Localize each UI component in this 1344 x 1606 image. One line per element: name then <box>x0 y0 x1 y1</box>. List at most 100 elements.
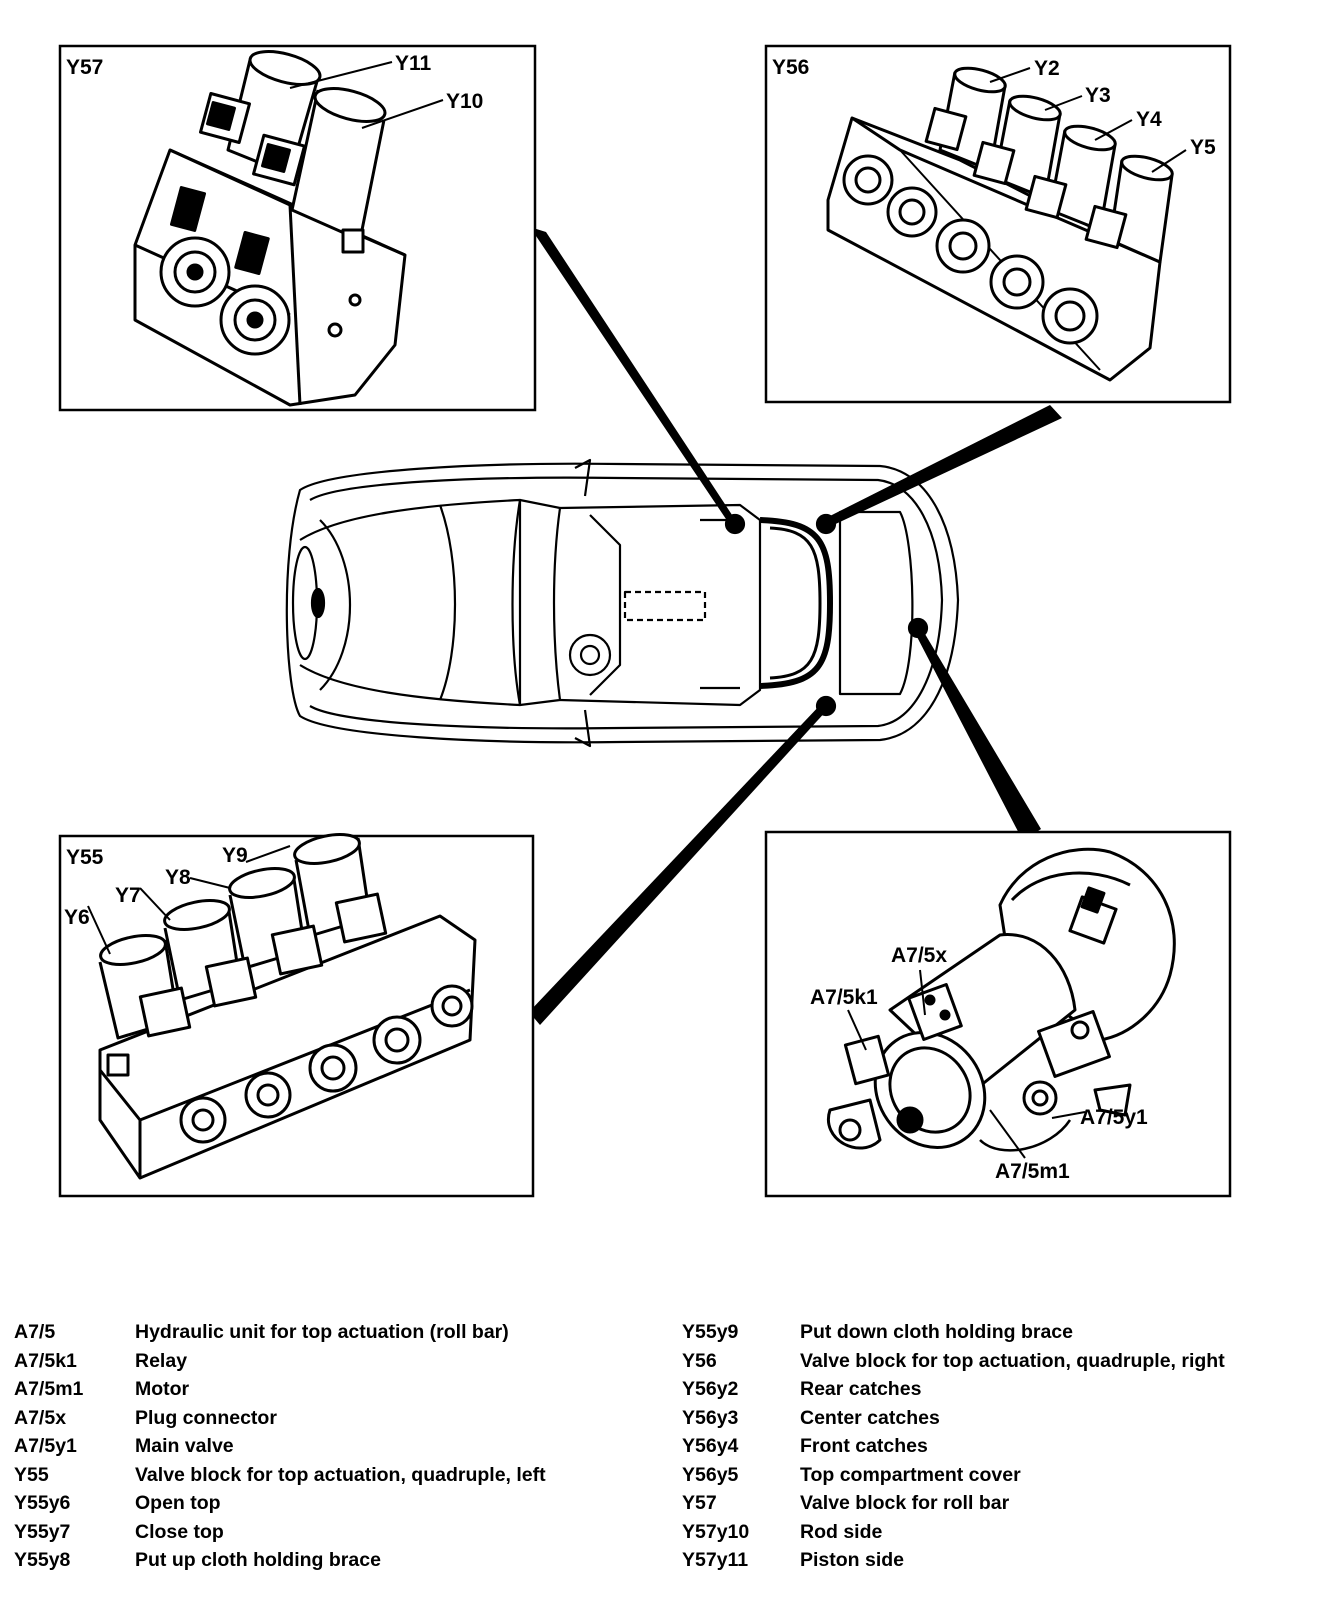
leader-y2 <box>989 67 1031 83</box>
legend-code: A7/5k1 <box>14 1349 77 1372</box>
callout-y8: Y8 <box>165 866 191 889</box>
legend-row: A7/5m1 Motor <box>14 1375 546 1404</box>
legend-code: Y55 <box>14 1463 49 1486</box>
vehicle-trunk <box>838 510 914 696</box>
legend-description: Top compartment cover <box>800 1463 1021 1486</box>
callout-y5: Y5 <box>1190 136 1216 159</box>
leader-a75m1 <box>989 1109 1026 1159</box>
leader-y11 <box>289 61 393 89</box>
valve-block-y57-drawing <box>133 50 407 407</box>
leader-y6 <box>87 905 111 955</box>
legend-row: Y57y10 Rod side <box>682 1518 1225 1547</box>
leader-y9 <box>245 845 291 863</box>
leader-y10 <box>361 99 444 129</box>
legend-row: Y57 Valve block for roll bar <box>682 1489 1225 1518</box>
callout-y6: Y6 <box>64 906 90 929</box>
panel-y56-label: Y56 <box>772 56 809 79</box>
legend-code: Y57 <box>682 1492 717 1514</box>
legend-code: A7/5m1 <box>14 1378 84 1400</box>
leader-y4 <box>1094 119 1133 141</box>
legend-description: Rear catches <box>800 1378 922 1400</box>
legend-row: Y56y3 Center catches <box>682 1404 1225 1433</box>
pointer-wedges <box>529 227 1062 1025</box>
legend-code: Y56y2 <box>682 1378 739 1400</box>
vehicle-hood <box>299 498 522 707</box>
callout-y10: Y10 <box>446 90 483 113</box>
valve-block-y55-drawing <box>98 833 477 1180</box>
legend-row: Y56y5 Top compartment cover <box>682 1461 1225 1490</box>
legend-description: Main valve <box>135 1435 234 1457</box>
legend-code: A7/5x <box>14 1406 67 1429</box>
leader-y5 <box>1151 149 1187 173</box>
legend-row: A7/5x Plug connector <box>14 1404 546 1433</box>
pointer-y56 <box>822 405 1062 528</box>
legend-description: Valve block for roll bar <box>800 1492 1010 1514</box>
callout-a75x: A7/5x <box>891 944 947 967</box>
location-dot-y56 <box>815 513 837 535</box>
legend-code: Y56y5 <box>682 1463 739 1486</box>
callout-y7: Y7 <box>115 884 141 907</box>
location-dot-a75 <box>907 617 929 639</box>
hydraulic-unit-drawing <box>826 847 1176 1152</box>
leader-a75y1 <box>1051 1111 1086 1119</box>
legend-code: Y55y9 <box>682 1321 739 1343</box>
legend-code: Y56 <box>682 1349 717 1372</box>
legend-row: A7/5k1 Relay <box>14 1347 546 1376</box>
panel-a75: A7/5x A7/5k1 A7/5y1 A7/5m1 <box>764 830 1232 1198</box>
legend-code: Y57y11 <box>682 1549 749 1571</box>
legend-code: Y55y7 <box>14 1520 71 1543</box>
leader-y8 <box>189 877 231 889</box>
location-dot-y55 <box>815 695 837 717</box>
legend-description: Plug connector <box>135 1406 277 1429</box>
panel-y55: Y55 Y <box>58 833 535 1198</box>
legend-row: Y57y11 Piston side <box>682 1546 1225 1575</box>
legend-left-column: A7/5 Hydraulic unit for top actuation (ro… <box>14 1318 546 1575</box>
legend-description: Relay <box>135 1349 188 1372</box>
legend-code: Y55y6 <box>14 1492 71 1514</box>
legend-description: Motor <box>135 1378 190 1400</box>
valve-block-y56-drawing <box>826 66 1174 382</box>
legend-description: Piston side <box>800 1549 905 1571</box>
panel-y57: Y57 Y11 Y10 <box>58 44 537 412</box>
callout-a75k1: A7/5k1 <box>810 986 878 1009</box>
callout-a75m1: A7/5m1 <box>995 1160 1070 1183</box>
legend-description: Center catches <box>800 1406 940 1429</box>
callout-a75y1: A7/5y1 <box>1080 1106 1148 1129</box>
callout-y11: Y11 <box>395 52 432 75</box>
pointer-a75 <box>915 629 1041 841</box>
legend-code: Y56y3 <box>682 1406 739 1429</box>
leader-a75x <box>919 969 926 1016</box>
legend-description: Valve block for top actuation, quadruple… <box>135 1463 546 1486</box>
location-dot-y57 <box>724 513 746 535</box>
legend-row: A7/5y1 Main valve <box>14 1432 546 1461</box>
vehicle-top-view <box>285 458 960 748</box>
legend-code: A7/5y1 <box>14 1435 77 1457</box>
legend-description: Open top <box>135 1492 221 1514</box>
vehicle-console <box>623 590 707 622</box>
legend-code: Y57y10 <box>682 1520 750 1543</box>
legend-row: Y56 Valve block for top actuation, quadru… <box>682 1347 1225 1376</box>
pointer-y57 <box>530 227 738 528</box>
legend-code: Y56y4 <box>682 1435 739 1457</box>
vehicle-body-outline <box>285 462 960 744</box>
leader-y7 <box>139 887 171 921</box>
legend-description: Front catches <box>800 1435 928 1457</box>
legend-description: Close top <box>135 1520 224 1543</box>
legend-description: Valve block for top actuation, quadruple… <box>800 1349 1225 1372</box>
panel-y56: Y56 Y2 Y <box>764 44 1232 404</box>
legend-description: Hydraulic unit for top actuation (roll b… <box>135 1321 509 1343</box>
leader-a75k1 <box>847 1009 867 1051</box>
legend-row: Y56y2 Rear catches <box>682 1375 1225 1404</box>
callout-y3: Y3 <box>1085 84 1111 107</box>
panel-y55-label: Y55 <box>66 846 104 869</box>
leader-y3 <box>1044 95 1083 111</box>
legend-row: Y55 Valve block for top actuation, quadru… <box>14 1461 546 1490</box>
pointer-y55 <box>529 703 828 1025</box>
legend-code: A7/5 <box>14 1321 56 1343</box>
legend-description: Rod side <box>800 1520 883 1543</box>
legend-row: Y55y6 Open top <box>14 1489 546 1518</box>
